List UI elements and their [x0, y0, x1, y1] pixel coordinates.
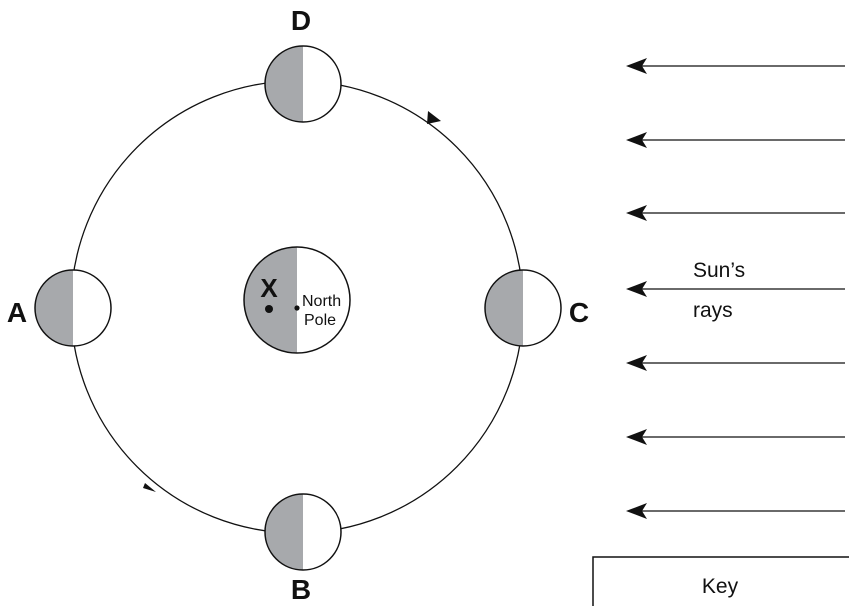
- sun-rays: [626, 58, 845, 519]
- key-label: Key: [702, 575, 739, 598]
- moon-position-c: [484, 269, 562, 347]
- north-pole-label-line2: Pole: [304, 312, 336, 329]
- position-label-a: A: [7, 297, 27, 328]
- sun-ray-4: [626, 281, 845, 297]
- point-x-dot: [265, 305, 273, 313]
- sun-rays-label-line1: Sun’s: [693, 259, 745, 282]
- north-pole-label-line1: North: [302, 293, 341, 310]
- sun-rays-label-line2: rays: [693, 299, 733, 322]
- orbit-direction-arrow-lower: [143, 483, 156, 492]
- sun-ray-7: [626, 503, 845, 519]
- earth: [243, 246, 351, 354]
- position-label-b: B: [291, 574, 311, 605]
- orbit-direction-arrow-upper: [427, 111, 441, 124]
- north-pole-dot: [294, 305, 300, 311]
- sun-ray-2: [626, 132, 845, 148]
- moon-position-a: [34, 269, 112, 347]
- sun-ray-5: [626, 355, 845, 371]
- sun-ray-1: [626, 58, 845, 74]
- point-x-label: X: [260, 273, 278, 303]
- moon-position-b: [264, 493, 342, 571]
- position-label-c: C: [569, 297, 589, 328]
- position-label-d: D: [291, 5, 311, 36]
- moon-position-d: [264, 45, 342, 123]
- key-box: [592, 556, 849, 606]
- sun-ray-3: [626, 205, 845, 221]
- sun-ray-6: [626, 429, 845, 445]
